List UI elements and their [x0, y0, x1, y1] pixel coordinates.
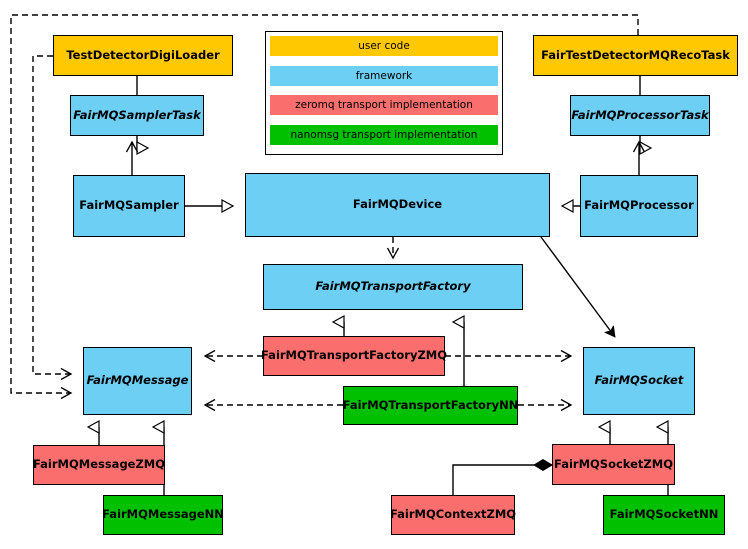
- class-node-fairmqtransportfactory[interactable]: FairMQTransportFactory: [263, 264, 523, 310]
- class-node-fairmqtransportfactorynn[interactable]: FairMQTransportFactoryNN: [343, 386, 518, 425]
- class-node-fairtestdetectormqrecotask[interactable]: FairTestDetectorMQRecoTask: [533, 35, 738, 76]
- class-label: FairMQProcessorTask: [571, 107, 709, 122]
- legend-item-user-code: user code: [270, 36, 498, 56]
- legend-label-nanomsg: nanomsg transport implementation: [290, 129, 478, 141]
- class-node-fairmqmessagezmq[interactable]: FairMQMessageZMQ: [33, 445, 165, 485]
- class-label: FairMQTransportFactoryZMQ: [261, 348, 448, 363]
- legend-label-user-code: user code: [358, 40, 410, 52]
- class-label: FairMQContextZMQ: [389, 507, 517, 522]
- class-label: FairMQSocketNN: [609, 507, 719, 522]
- class-label: FairMQMessage: [86, 373, 189, 388]
- class-label: FairMQSamplerTask: [73, 107, 201, 122]
- class-node-fairmqprocessor[interactable]: FairMQProcessor: [580, 175, 698, 237]
- class-label: FairMQMessageNN: [102, 507, 224, 522]
- legend-item-framework: framework: [270, 66, 498, 86]
- class-node-fairmqprocessortask[interactable]: FairMQProcessorTask: [570, 95, 710, 136]
- legend-label-framework: framework: [355, 70, 413, 82]
- class-node-fairmqsocket[interactable]: FairMQSocket: [583, 347, 695, 415]
- class-node-testdetectordigiloader[interactable]: TestDetectorDigiLoader: [53, 35, 233, 76]
- class-node-fairmqsampler[interactable]: FairMQSampler: [73, 175, 185, 237]
- class-node-fairmqsamplertask[interactable]: FairMQSamplerTask: [70, 95, 204, 136]
- class-node-fairmqdevice[interactable]: FairMQDevice: [245, 173, 550, 237]
- class-label: FairMQDevice: [352, 197, 443, 212]
- class-label: FairMQProcessor: [584, 198, 694, 213]
- class-node-fairmqcontextzmq[interactable]: FairMQContextZMQ: [389, 495, 517, 535]
- class-label: FairMQTransportFactory: [315, 279, 471, 294]
- class-label: FairMQSocketZMQ: [554, 456, 673, 471]
- class-node-fairmqsocketzmq[interactable]: FairMQSocketZMQ: [552, 444, 675, 485]
- class-node-fairmqmessagenn[interactable]: FairMQMessageNN: [102, 495, 224, 535]
- class-node-fairmqtransportfactoryzmq[interactable]: FairMQTransportFactoryZMQ: [261, 336, 448, 376]
- legend-item-nanomsg: nanomsg transport implementation: [270, 125, 498, 145]
- class-label: FairMQTransportFactoryNN: [342, 397, 519, 412]
- class-label: TestDetectorDigiLoader: [66, 47, 220, 62]
- legend-label-zeromq: zeromq transport implementation: [295, 99, 473, 111]
- legend-item-zeromq: zeromq transport implementation: [270, 95, 498, 115]
- class-label: FairTestDetectorMQRecoTask: [541, 47, 730, 62]
- class-node-fairmqmessage[interactable]: FairMQMessage: [83, 347, 192, 415]
- class-label: FairMQSampler: [79, 198, 179, 213]
- class-label: FairMQMessageZMQ: [32, 457, 166, 472]
- class-node-fairmqsocketnn[interactable]: FairMQSocketNN: [603, 495, 725, 535]
- class-label: FairMQSocket: [594, 373, 684, 388]
